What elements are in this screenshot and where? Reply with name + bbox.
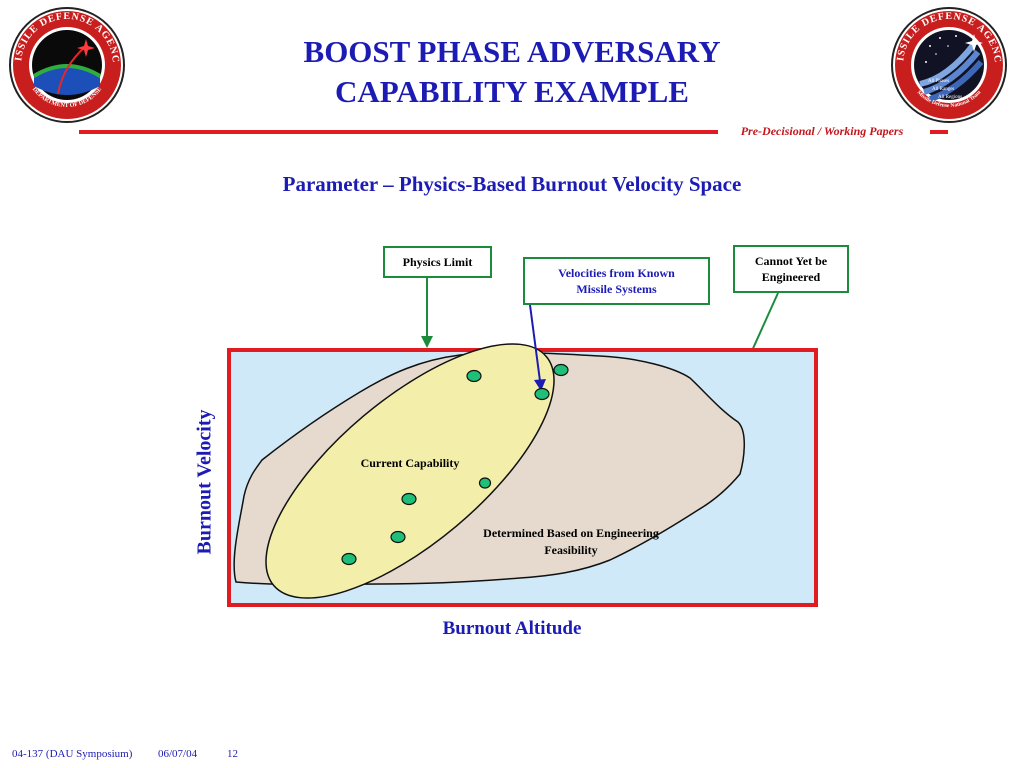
known-missile-point <box>534 387 550 401</box>
known-missile-point <box>341 552 357 566</box>
current-capability-label: Current Capability <box>361 456 460 470</box>
cannot-engineer-callout-line-2: Engineered <box>761 270 821 284</box>
known-missile-points <box>341 363 569 566</box>
right-logo-band-2: All Ranges <box>932 87 954 92</box>
known-missiles-arrow <box>529 304 541 382</box>
known-missiles-callout-line-1: Velocities from Known <box>558 266 675 280</box>
known-missiles-callout-line-2: Missile Systems <box>576 282 657 296</box>
engineering-feasibility-label-line-1: Determined Based on Engineering <box>483 526 659 540</box>
header-rule-end <box>930 130 948 134</box>
known-missile-point <box>390 530 406 544</box>
classification-label: Pre-Decisional / Working Papers <box>740 124 904 138</box>
footer-date: 06/07/04 <box>158 748 198 760</box>
slide-title-line-2: CAPABILITY EXAMPLE <box>335 74 689 109</box>
known-missile-point <box>401 492 417 506</box>
footer-doc-id: 04-137 (DAU Symposium) <box>12 748 133 760</box>
current-capability-region <box>265 343 555 599</box>
physics-limit-callout: Physics Limit <box>383 246 492 278</box>
known-missiles-callout: Velocities from Known Missile Systems <box>523 257 710 305</box>
known-missile-point <box>553 363 569 377</box>
cannot-engineer-callout-line-1: Cannot Yet be <box>754 254 828 268</box>
known-missile-point <box>478 477 492 489</box>
cannot-engineer-callout: Cannot Yet be Engineered <box>733 245 849 293</box>
engineering-feasibility-label-line-2: Feasibility <box>544 543 597 557</box>
y-axis-label: Burnout Velocity <box>193 409 216 555</box>
footer-page-number: 12 <box>227 748 238 760</box>
right-logo-band-1: All Phases <box>928 79 949 84</box>
slide-title: BOOST PHASE ADVERSARY CAPABILITY EXAMPLE <box>200 32 824 112</box>
slide-subtitle: Parameter – Physics-Based Burnout Veloci… <box>282 172 742 196</box>
mda-national-team-seal-logo: All Phases All Ranges All Regions MISSIL… <box>890 6 1007 123</box>
right-logo-band-3: All Regions <box>938 95 962 100</box>
x-axis-label: Burnout Altitude <box>442 618 582 639</box>
mda-dod-seal-logo: MISSILE DEFENSE AGENCY DEPARTMENT OF DEF… <box>8 6 125 123</box>
known-missiles-arrowhead <box>534 379 546 391</box>
header-rule <box>79 130 718 134</box>
physics-limit-arrowhead <box>421 336 433 348</box>
known-missile-point <box>466 369 482 383</box>
physics-limit-callout-text: Physics Limit <box>402 255 473 269</box>
slide-title-line-1: BOOST PHASE ADVERSARY <box>303 34 721 69</box>
